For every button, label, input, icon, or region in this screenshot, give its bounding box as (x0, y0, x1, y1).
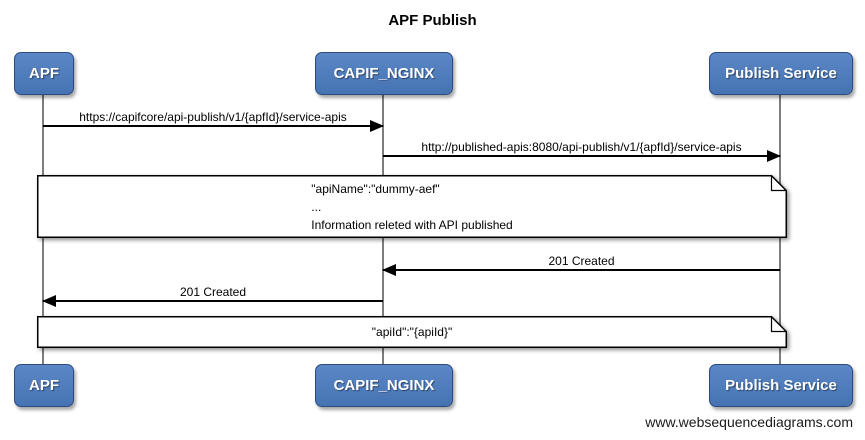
actor-label: Publish Service (725, 377, 837, 394)
message-label: https://capifcore/api-publish/v1/{apfId}… (79, 110, 347, 124)
arrowhead-left-icon (382, 264, 396, 276)
note-text: "apiName":"dummy-aef" ... Information re… (311, 180, 512, 234)
message-arrow-4: 201 Created (42, 280, 383, 307)
note-shape (37, 175, 787, 238)
note-line: "apiName":"dummy-aef" (311, 182, 440, 196)
arrow-shaft (383, 269, 780, 271)
note-line: "apiId":"{apiId}" (371, 325, 453, 339)
actor-label: CAPIF_NGINX (333, 65, 435, 82)
arrow-shaft (43, 300, 383, 302)
page-title: APF Publish (388, 12, 477, 29)
actor-box-publish-service-bottom: Publish Service (709, 364, 853, 407)
arrowhead-right-icon (767, 150, 781, 162)
arrowhead-right-icon (370, 120, 384, 132)
actor-box-publish-service-top: Publish Service (709, 52, 853, 95)
message-arrow-2: http://published-apis:8080/api-publish/v… (383, 135, 781, 162)
note-line: Information releted with API published (311, 218, 513, 232)
message-label: 201 Created (548, 254, 615, 268)
actor-box-apf-top: APF (14, 52, 74, 95)
actor-label: APF (29, 65, 59, 82)
arrow-shaft (383, 155, 780, 157)
actor-box-apf-bottom: APF (14, 364, 74, 407)
note-shape (37, 316, 787, 348)
message-label: 201 Created (179, 285, 247, 299)
actor-label: Publish Service (725, 65, 837, 82)
note-line: ... (311, 200, 322, 214)
message-arrow-1: https://capifcore/api-publish/v1/{apfId}… (43, 105, 384, 132)
arrowhead-left-icon (42, 295, 56, 307)
actor-box-capif-nginx-bottom: CAPIF_NGINX (315, 364, 453, 407)
actor-label: CAPIF_NGINX (333, 377, 435, 394)
note-api-info: "apiName":"dummy-aef" ... Information re… (37, 175, 787, 238)
note-api-id: "apiId":"{apiId}" (37, 316, 787, 348)
actor-box-capif-nginx-top: CAPIF_NGINX (315, 52, 453, 95)
actor-label: APF (29, 377, 59, 394)
message-label: http://published-apis:8080/api-publish/v… (421, 140, 742, 154)
arrow-shaft (43, 125, 383, 127)
watermark-text: www.websequencediagrams.com (645, 414, 853, 430)
message-arrow-3: 201 Created (382, 249, 780, 276)
note-text: "apiId":"{apiId}" (372, 323, 452, 341)
